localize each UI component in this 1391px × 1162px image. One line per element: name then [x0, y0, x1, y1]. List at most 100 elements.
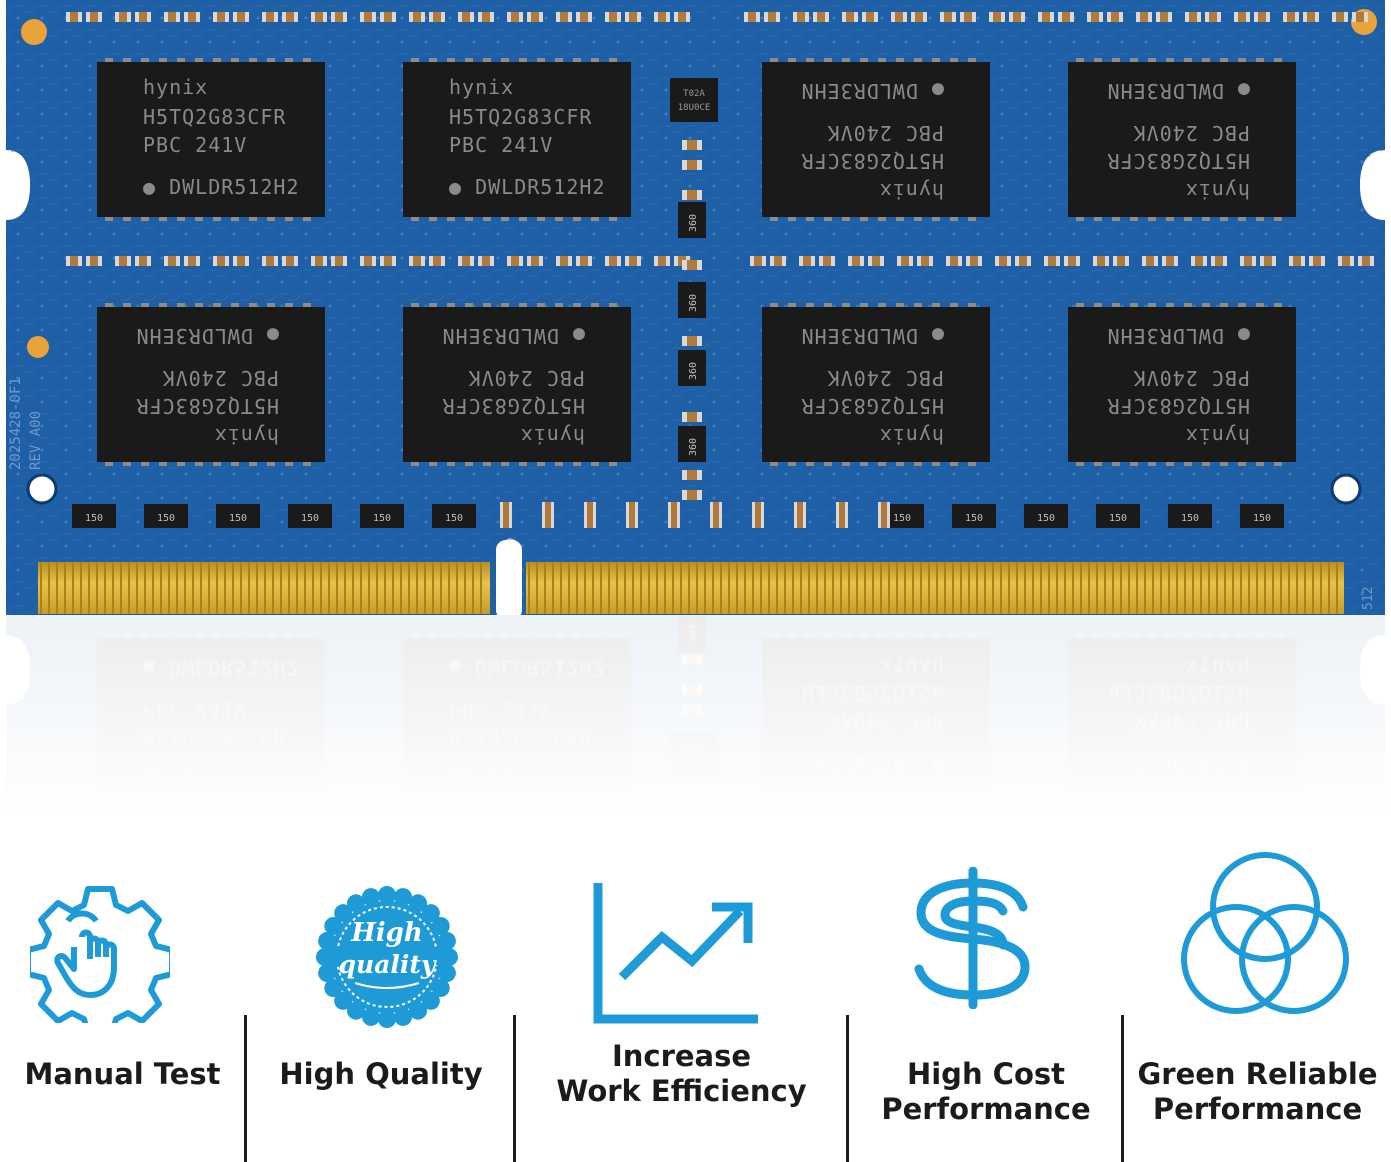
resistor-network: 360 [678, 282, 706, 318]
smd-component [654, 256, 670, 266]
smd-component [1283, 12, 1299, 22]
svg-text:360: 360 [688, 362, 699, 380]
growth-chart-icon [593, 883, 758, 1024]
smd-component [478, 12, 494, 22]
smd-component [710, 502, 722, 528]
chip-marking: PBC 240VK [827, 366, 944, 390]
high-quality-seal-icon: High quality [316, 886, 458, 1028]
smd-component [682, 490, 702, 500]
smd-component [1009, 12, 1025, 22]
chip-marking: PBC 240VK [1133, 366, 1250, 390]
reflection-fade [0, 615, 1391, 855]
smd-component [1107, 12, 1123, 22]
feature-label-line: High Quality [279, 1057, 483, 1091]
smd-component [380, 12, 396, 22]
smd-component [1303, 12, 1319, 22]
smd-component [478, 256, 494, 266]
smd-component [1309, 256, 1325, 266]
smd-component [682, 160, 702, 170]
svg-text:150: 150 [1181, 513, 1199, 524]
smd-component [625, 256, 641, 266]
smd-component [1191, 256, 1207, 266]
feature-cost-performance: High Cost Performance [849, 845, 1123, 1162]
smd-component [940, 12, 956, 22]
smd-component [764, 12, 780, 22]
smd-component [1260, 256, 1276, 266]
smd-component [331, 256, 347, 266]
smd-component [995, 256, 1011, 266]
feature-manual-test: Manual Test [0, 845, 245, 1162]
board-rev: REV A00 [28, 411, 44, 470]
smd-component [429, 12, 445, 22]
smd-component [836, 502, 848, 528]
smd-component [682, 336, 702, 346]
chip-marking: hynix [1185, 424, 1250, 448]
feature-label: Green Reliable Performance [1124, 1057, 1391, 1127]
smd-component [625, 12, 641, 22]
smd-component [1058, 12, 1074, 22]
smd-component [966, 256, 982, 266]
svg-text:150: 150 [1109, 513, 1127, 524]
memory-chip: hynix H5TQ2G83CFR PBC 240VK ● DWLDR3EHN [762, 303, 990, 466]
smd-component [1136, 12, 1152, 22]
feature-label-line: Increase [611, 1039, 752, 1073]
smd-component [164, 256, 180, 266]
spd-chip: T02A 18U0CE [670, 78, 718, 122]
smd-component [542, 502, 554, 528]
chip-marking: hynix [449, 75, 514, 99]
chip-marking: ● DWLDR3EHN [801, 79, 944, 103]
smd-component [654, 12, 670, 22]
memory-chip: hynix H5TQ2G83CFR PBC 240VK ● DWLDR3EHN [1068, 303, 1296, 466]
smd-component [556, 256, 572, 266]
smd-component [86, 12, 102, 22]
feature-divider [513, 1015, 516, 1162]
chip-marking: H5TQ2G83CFR [801, 394, 944, 418]
smd-component [682, 470, 702, 480]
spd-chip-line2: 18U0CE [678, 103, 711, 113]
termination-resistor: 150 [72, 504, 116, 528]
feature-label-line: Manual Test [24, 1057, 221, 1091]
smd-component [1352, 12, 1368, 22]
smd-component [184, 256, 200, 266]
smd-component [527, 12, 543, 22]
smd-component [1289, 256, 1305, 266]
smd-component [682, 190, 702, 200]
svg-text:150: 150 [229, 513, 247, 524]
feature-divider [846, 1015, 849, 1162]
smd-component [674, 12, 690, 22]
smd-component [500, 502, 512, 528]
smd-component [1142, 256, 1158, 266]
smd-component [507, 256, 523, 266]
smd-component [164, 12, 180, 22]
chip-marking: H5TQ2G83CFR [801, 149, 944, 173]
chip-marking: ● DWLDR3EHN [801, 324, 944, 348]
gear-hand-icon [30, 886, 170, 1023]
smd-component [770, 256, 786, 266]
smd-component [1093, 256, 1109, 266]
smd-component [556, 12, 572, 22]
smd-component [507, 12, 523, 22]
chip-marking: H5TQ2G83CFR [1107, 149, 1250, 173]
seal-text-high: High [350, 918, 423, 948]
chip-marking: ● DWLDR3EHN [1107, 324, 1250, 348]
smd-component [960, 12, 976, 22]
chip-marking: H5TQ2G83CFR [1107, 394, 1250, 418]
chip-marking: hynix [520, 424, 585, 448]
feature-label-line: Green Reliable [1137, 1057, 1378, 1091]
smd-component [911, 12, 927, 22]
chip-marking: hynix [879, 424, 944, 448]
svg-text:150: 150 [157, 513, 175, 524]
svg-text:360: 360 [688, 214, 699, 232]
feature-label: Manual Test [0, 1057, 245, 1092]
smd-component [213, 12, 229, 22]
smd-component [213, 256, 229, 266]
smd-component [605, 12, 621, 22]
smd-component [360, 12, 376, 22]
smd-component [946, 256, 962, 266]
smd-component [878, 502, 890, 528]
smd-component [458, 12, 474, 22]
svg-text:150: 150 [85, 513, 103, 524]
